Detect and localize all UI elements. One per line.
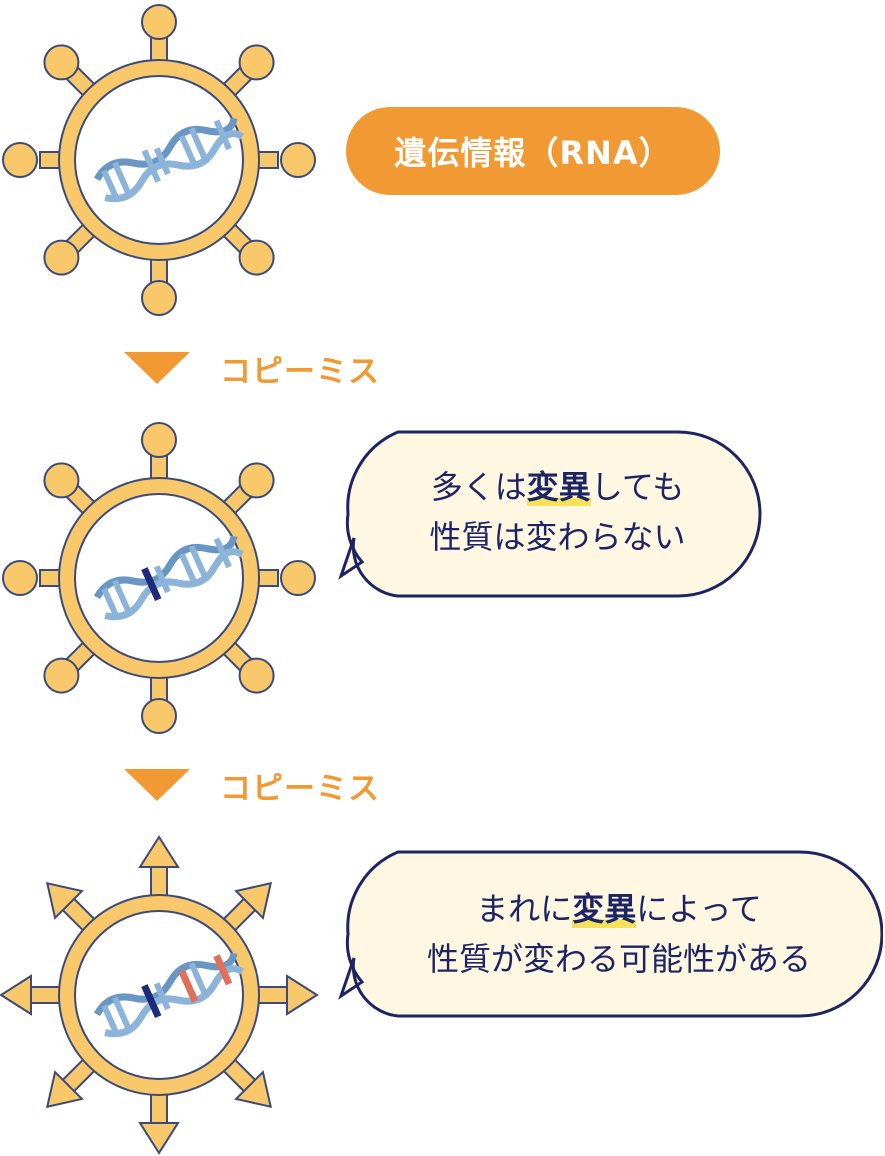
bubble-1-line-1: 多くは変異しても	[360, 462, 755, 512]
rna-helix	[93, 117, 245, 203]
virus-original	[2, 4, 316, 316]
rna-helix	[93, 952, 245, 1038]
down-arrow-icon	[124, 352, 190, 384]
virus-mutated-minor	[2, 422, 316, 734]
bubble-1-line-2: 性質は変わらない	[429, 518, 686, 556]
bubble-2-text: まれに変異によって 性質が変わる可能性がある	[362, 884, 876, 984]
copy-miss-step-1: コピーミス	[124, 348, 380, 390]
speech-bubble-2	[338, 850, 883, 1018]
text-post: によって	[636, 890, 762, 928]
speech-bubble-1	[338, 430, 762, 598]
step-label: コピーミス	[220, 770, 380, 807]
bubble-2-line-2: 性質が変わる可能性がある	[426, 940, 811, 978]
highlight-mutation: 変異	[572, 890, 637, 928]
down-arrow-icon	[124, 769, 190, 801]
highlight-mutation: 変異	[526, 468, 591, 506]
bubble-1-text: 多くは変異しても 性質は変わらない	[360, 462, 755, 562]
rna-label: 遺伝情報（RNA）	[346, 107, 720, 195]
mutation-mark	[213, 954, 233, 986]
step-label: コピーミス	[220, 353, 380, 390]
mutation-mark	[178, 969, 199, 1003]
rna-helix	[93, 535, 245, 621]
copy-miss-step-2: コピーミス	[124, 765, 380, 807]
bubble-2-line-1: まれに変異によって	[362, 884, 876, 934]
text-pre: まれに	[476, 890, 573, 928]
text-pre: 多くは	[430, 468, 527, 506]
mutation-mark	[141, 984, 162, 1019]
mutation-mark	[141, 567, 162, 602]
virus-mutated-major	[0, 835, 319, 1155]
text-post: しても	[590, 468, 685, 506]
